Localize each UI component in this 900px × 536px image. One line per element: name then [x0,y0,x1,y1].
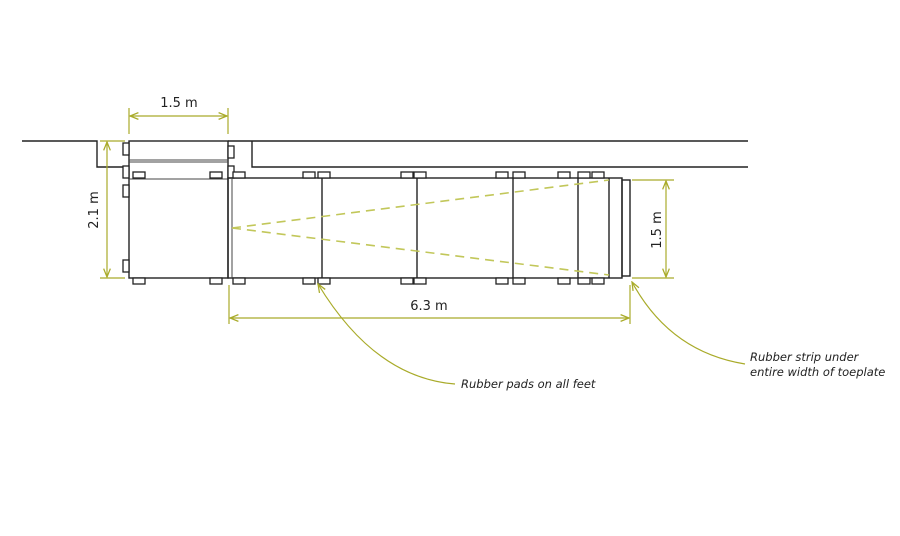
note-strip-line2: entire width of toeplate [750,365,885,379]
foot-pad [557,171,571,179]
leader-strip: Rubber strip under entire width of toepl… [632,282,885,379]
dimension-label-length: 6.3 m [410,299,447,314]
note-rubber-pads: Rubber pads on all feet [461,377,596,391]
ramp-feet [132,171,605,285]
foot-pad [400,171,414,179]
foot-pad [591,277,605,285]
foot-pad [591,171,605,179]
dimension-right: 1.5 m [632,179,674,279]
foot-pad [302,277,316,285]
dimension-label-right: 1.5 m [650,211,665,248]
foot-pad [512,277,526,285]
foot-pad [132,277,146,285]
dimension-label-left: 2.1 m [87,191,102,228]
slope-line-lower [231,227,610,276]
foot-pad [302,171,316,179]
dimension-label-top: 1.5 m [160,96,197,111]
toeplate [621,179,631,277]
ramp [132,171,631,285]
foot-pad [557,277,571,285]
building-outline [22,140,748,168]
foot-pad [495,171,509,179]
leader-pads: Rubber pads on all feet [318,284,596,391]
foot-pad [317,171,331,179]
foot-pad [512,171,526,179]
foot-pad [232,277,246,285]
foot-pad [400,277,414,285]
foot-pad [495,277,509,285]
dimension-top: 1.5 m [128,96,229,134]
foot-pad [413,277,427,285]
foot-pad [577,277,591,285]
foot-pad [232,171,246,179]
dimension-length: 6.3 m [228,285,631,324]
landing-platform [122,140,235,279]
foot-pad [209,277,223,285]
foot-pad [132,171,146,179]
slope-line-upper [231,179,610,229]
dimension-left: 2.1 m [87,140,125,279]
note-strip-line1: Rubber strip under [750,350,860,364]
foot-pad [209,171,223,179]
foot-pad [413,171,427,179]
foot-pad [577,171,591,179]
foot-pad [317,277,331,285]
